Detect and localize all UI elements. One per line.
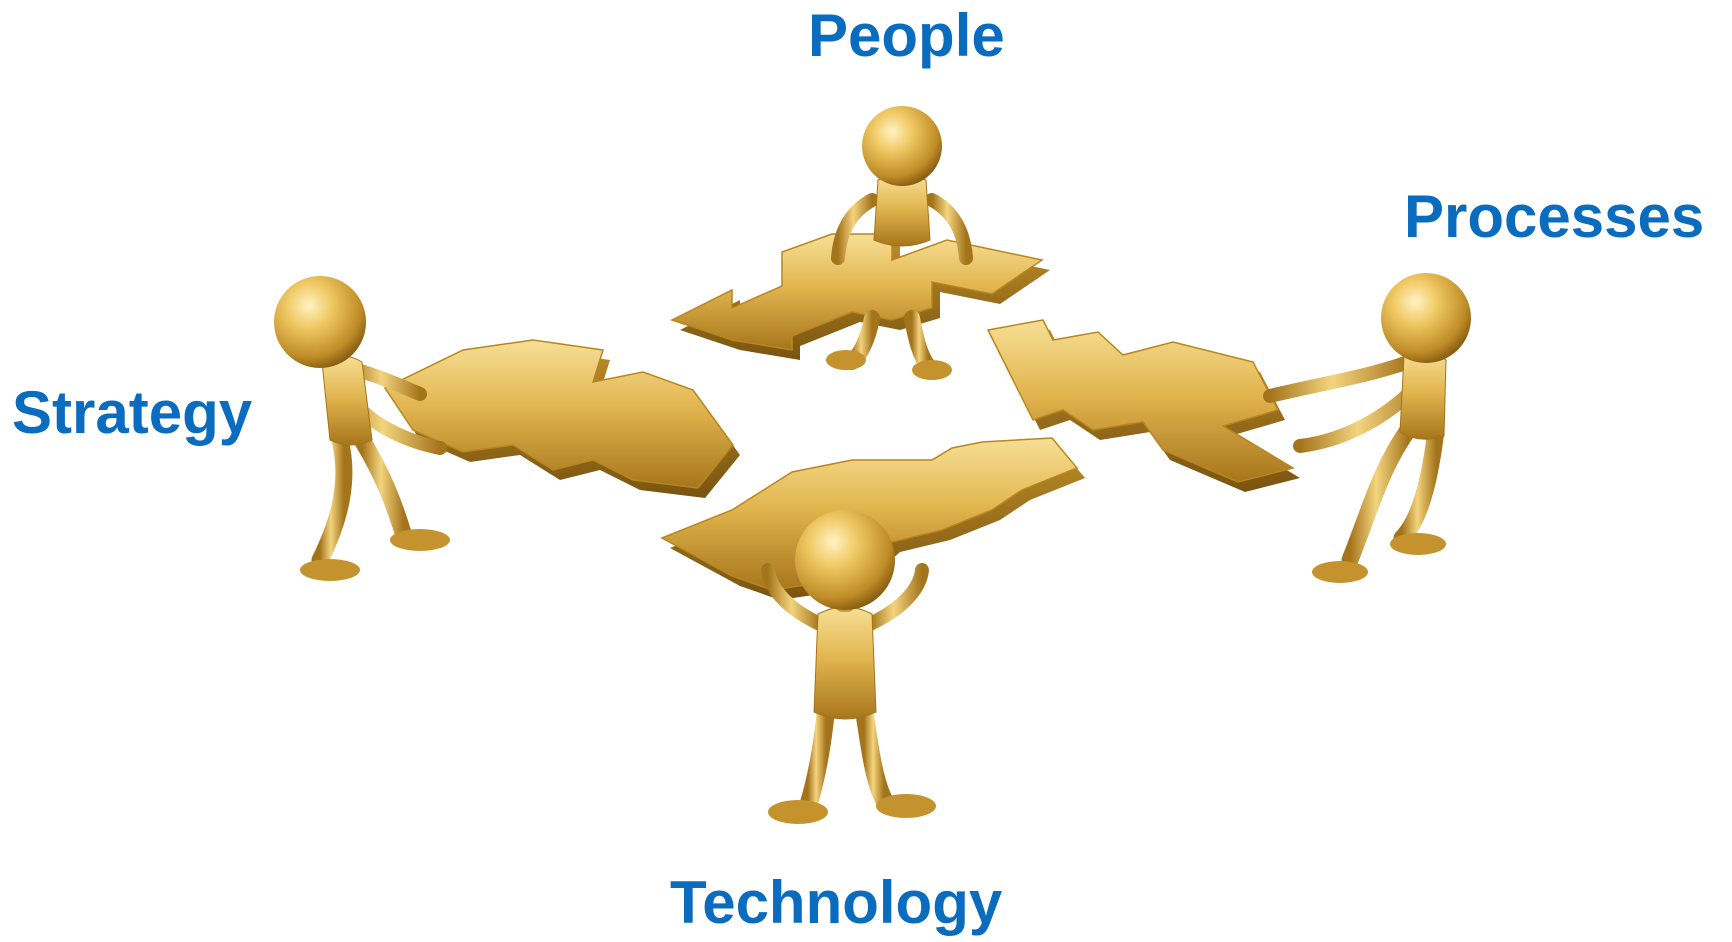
label-strategy: Strategy — [12, 379, 253, 446]
arrow-piece-strategy — [383, 339, 740, 498]
label-technology: Technology — [670, 869, 1003, 936]
figure-strategy — [274, 276, 450, 581]
figure-processes — [1263, 273, 1471, 583]
figure-technology — [761, 510, 936, 824]
arrow-piece-people — [670, 233, 1050, 360]
figure-people — [826, 106, 973, 380]
label-people: People — [808, 2, 1005, 69]
label-processes: Processes — [1404, 183, 1705, 250]
arrow-piece-processes — [986, 319, 1300, 492]
